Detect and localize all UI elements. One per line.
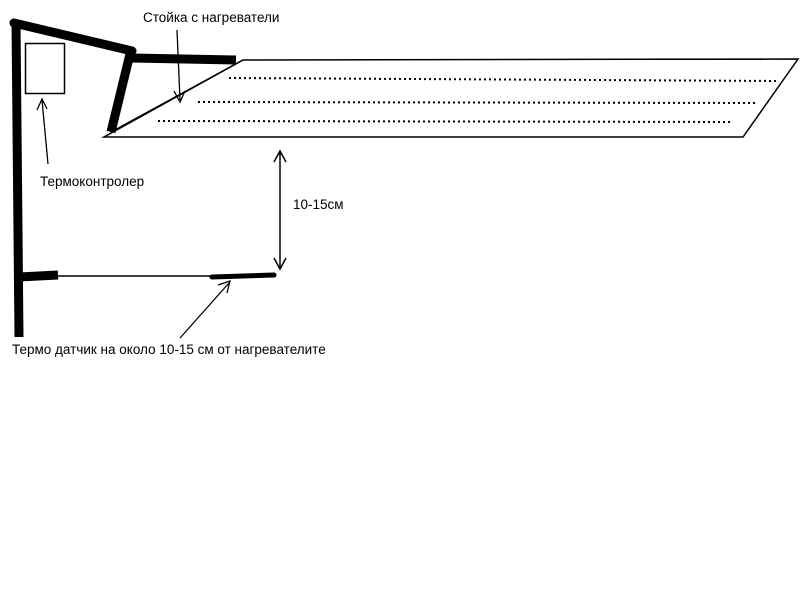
distance-arrow-head-bottom xyxy=(273,257,287,271)
sensor-pointer-arrow xyxy=(179,282,230,339)
distance-arrow-head-top xyxy=(273,149,287,163)
thermocontroller-label: Термоконтролер xyxy=(40,174,144,189)
rack-label: Стойка с нагреватели xyxy=(143,10,279,25)
top-arm xyxy=(9,18,137,56)
controller-pointer-arrow xyxy=(41,99,49,165)
support-pole xyxy=(11,21,24,338)
controller-pointer-arrow-head xyxy=(36,97,48,111)
heater-panel xyxy=(101,58,800,138)
rack-pointer-arrow xyxy=(176,29,181,101)
distance-label: 10-15см xyxy=(293,197,344,212)
sensor-label: Термо датчик на около 10-15 см от нагрев… xyxy=(12,342,326,357)
rack-leg xyxy=(106,52,135,134)
heater-element-row xyxy=(228,77,780,82)
heater-element-row xyxy=(157,120,733,123)
rack-bar xyxy=(130,53,237,65)
heater-element-row xyxy=(197,101,757,104)
sensor-pointer-arrow-head xyxy=(217,280,231,294)
sensor-bracket xyxy=(18,270,59,282)
thermo-sensor xyxy=(209,272,277,280)
rack-pointer-arrow-head xyxy=(173,90,186,104)
thermocontroller-box xyxy=(24,42,66,95)
